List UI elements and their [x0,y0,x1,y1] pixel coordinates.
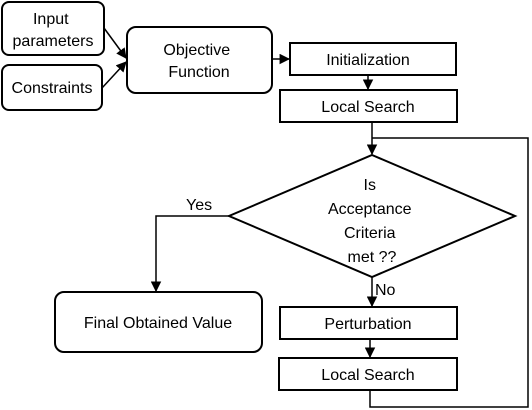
connector-yes-to-final [150,215,229,293]
local-search-1-box [279,89,458,123]
yes-label: Yes [186,197,212,214]
objective-function-label: Objective Function [163,42,234,81]
connector-input-to-objective [103,27,127,59]
objective-function-box [126,26,273,94]
constraints-label: Constraints [12,80,93,97]
connector-constraints-to-objective [101,61,127,89]
initialization-label: Initialization [326,52,410,69]
perturbation-label: Perturbation [324,316,411,333]
local-search-2-box [278,357,458,391]
connector-loop-back [369,137,529,408]
acceptance-label: Is Acceptance Criteria met ?? [328,177,416,266]
final-value-label: Final Obtained Value [84,315,232,332]
local-search-1-label: Local Search [321,99,414,116]
input-parameters-label: Input parameters [13,11,94,50]
initialization-box [289,42,457,76]
no-label: No [375,282,396,299]
local-search-2-label: Local Search [321,367,414,384]
